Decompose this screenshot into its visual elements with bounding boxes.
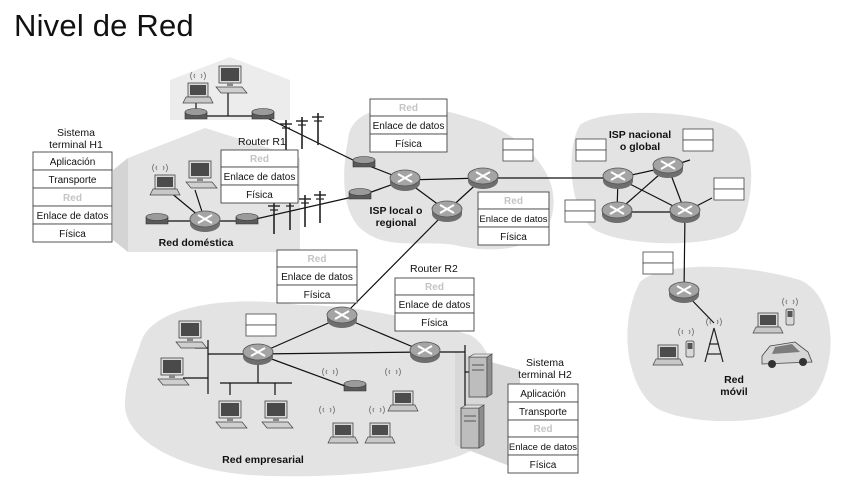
label-national-isp-line1: ISP nacional <box>609 129 671 141</box>
h1-application-layer: Aplicación <box>50 157 96 168</box>
label-host-h2-line2: terminal H2 <box>518 369 572 381</box>
svg-text:Red: Red <box>504 196 523 207</box>
svg-text:Red: Red <box>425 282 444 293</box>
router-national-2 <box>652 156 684 179</box>
mobile-network-region <box>627 266 831 422</box>
label-national-isp-line2: o global <box>620 141 660 153</box>
svg-text:Enlace de datos: Enlace de datos <box>224 172 296 183</box>
stack-home-router: Red Enlace de datos Física <box>220 149 299 204</box>
svg-text:Aplicación: Aplicación <box>520 389 566 400</box>
svg-text:Física: Física <box>304 290 331 301</box>
label-host-h1-line1: Sistema <box>57 127 95 139</box>
svg-text:Física: Física <box>421 318 448 329</box>
label-router-r2: Router R2 <box>410 263 458 275</box>
router-local-3 <box>431 200 463 223</box>
h1-transport-layer: Transporte <box>49 175 97 186</box>
enterprise-network-region <box>125 301 497 477</box>
router-r1 <box>389 169 421 192</box>
svg-text:Física: Física <box>530 460 557 471</box>
label-local-isp-line2: regional <box>376 217 417 229</box>
router-home <box>189 210 221 233</box>
stack-r1: Red Enlace de datos Física <box>369 98 448 153</box>
label-mobile-network-line1: Red <box>724 374 744 386</box>
router-r2 <box>409 341 441 364</box>
stack-local-isp: Red Enlace de datos Física <box>477 191 550 246</box>
router-enterprise-1 <box>326 306 358 329</box>
svg-text:Enlace de datos: Enlace de datos <box>509 442 577 453</box>
cell-tower-icon <box>704 317 724 363</box>
svg-text:Red: Red <box>308 254 327 265</box>
router-mobile <box>668 281 700 304</box>
svg-text:Red: Red <box>534 424 553 435</box>
svg-text:Enlace de datos: Enlace de datos <box>399 300 471 311</box>
svg-text:Red: Red <box>250 154 269 165</box>
svg-text:Enlace de datos: Enlace de datos <box>281 272 353 283</box>
router-national-1 <box>602 167 634 190</box>
page-title: Nivel de Red <box>14 8 194 43</box>
label-mobile-network-line2: móvil <box>720 386 748 398</box>
h1-link-layer: Enlace de datos <box>37 211 109 222</box>
router-national-3 <box>601 201 633 224</box>
label-host-h1-line2: terminal H1 <box>49 139 103 151</box>
svg-text:Transporte: Transporte <box>519 407 567 418</box>
stack-enterprise-router: Red Enlace de datos Física <box>276 249 358 304</box>
label-enterprise-network: Red empresarial <box>222 454 304 466</box>
svg-text:Enlace de datos: Enlace de datos <box>479 214 547 225</box>
label-host-h2-line1: Sistema <box>526 357 564 369</box>
router-enterprise-2 <box>242 343 274 366</box>
car-icon <box>761 341 813 368</box>
stack-h1: Aplicación Transporte Red Enlace de dato… <box>32 151 113 243</box>
router-national-4 <box>669 201 701 224</box>
h1-physical-layer: Física <box>59 229 86 240</box>
svg-text:Física: Física <box>500 232 527 243</box>
svg-text:Física: Física <box>246 190 273 201</box>
diagram-labels: Sistema terminal H1 Router R1 Red domést… <box>49 127 748 466</box>
svg-text:Enlace de datos: Enlace de datos <box>373 121 445 132</box>
label-home-network: Red doméstica <box>159 237 234 249</box>
label-local-isp-line1: ISP local o <box>370 205 423 217</box>
stack-r2: Red Enlace de datos Física <box>394 277 475 332</box>
stack-h2: Aplicación Transporte Red Enlace de dato… <box>507 383 579 474</box>
svg-text:Red: Red <box>399 103 418 114</box>
router-local-2 <box>467 167 499 190</box>
h1-network-layer: Red <box>63 193 82 204</box>
svg-text:Física: Física <box>395 139 422 150</box>
label-router-r1: Router R1 <box>238 136 286 148</box>
